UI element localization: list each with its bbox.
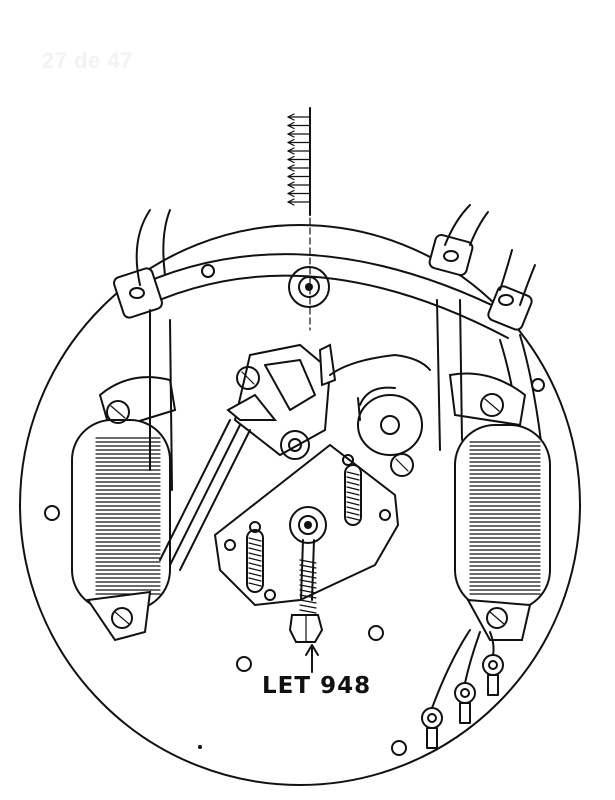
bolt-thread-line: [299, 574, 317, 579]
bolt-thread-line: [299, 559, 317, 564]
scale-tick-arrow: [287, 184, 295, 189]
scale-tick-arrow: [287, 141, 295, 147]
bolt-thread-line: [299, 584, 317, 589]
scale-tick-arrow: [287, 158, 295, 164]
base-plate: [19, 224, 581, 786]
adjusting-bolt: [288, 539, 324, 643]
spring-coil: [248, 542, 262, 547]
spring-coil: [248, 572, 262, 577]
spring-coil: [346, 506, 360, 511]
bolt-thread-line: [299, 609, 317, 614]
scale-tick-arrow: [287, 130, 295, 135]
spring-coil: [248, 577, 262, 582]
spring-coil: [248, 567, 262, 572]
ignition-coil-icon-right: [436, 299, 551, 641]
figure-label: LET 948: [262, 673, 372, 699]
mounting-holes: [44, 264, 545, 756]
spring-coil: [248, 552, 262, 557]
scale-tick-arrow: [287, 172, 295, 178]
spring-coil: [346, 471, 360, 476]
scale-tick-arrow: [287, 175, 295, 181]
scale-tick-arrow: [287, 116, 295, 121]
spring-coil: [248, 557, 262, 562]
scale-tick-arrow: [287, 121, 295, 127]
bolt-thread-line: [299, 569, 317, 574]
arrow-up-icon: [305, 644, 319, 673]
scale-tick-arrow: [287, 124, 295, 130]
scale-tick-arrow: [287, 167, 295, 172]
bolt-thread-line: [299, 564, 317, 569]
spring-coil: [346, 481, 360, 486]
bolt-thread-line: [299, 604, 317, 609]
bolt-thread-line: [299, 579, 317, 584]
scale-tick-arrow: [287, 150, 295, 155]
spring-coil: [346, 491, 360, 496]
scale-tick-arrow: [287, 192, 295, 198]
scale-tick-arrow: [287, 138, 295, 144]
terminal-post-icon: [421, 629, 504, 749]
pivot-boss: [288, 266, 330, 308]
scale-tick-arrow: [287, 164, 295, 169]
spring-coil: [346, 511, 360, 516]
spring-coil: [248, 547, 262, 552]
spring-coil: [346, 496, 360, 501]
scale-tick-arrow: [287, 133, 295, 138]
page-counter: 27 de 47: [42, 48, 133, 73]
spring-coil: [248, 562, 262, 567]
scale-tick-arrow: [287, 113, 295, 118]
bolt-thread-line: [299, 589, 317, 594]
contact-breaker-assembly: [159, 343, 431, 571]
scale-tick-arrow: [287, 189, 295, 195]
bolt-thread-line: [299, 594, 317, 599]
capacitor-icon: [357, 386, 423, 477]
scale-tick-arrow: [287, 198, 295, 203]
spring-coil: [346, 486, 360, 491]
bolt-thread-line: [299, 599, 317, 604]
spring-coil: [248, 537, 262, 542]
scale-tick-arrow: [287, 201, 295, 206]
tension-spring-right: [342, 454, 391, 526]
spring-coil: [346, 516, 360, 521]
alignment-scale: [287, 107, 311, 331]
spring-coil: [346, 501, 360, 506]
spring-coil: [346, 476, 360, 481]
tension-spring-left: [246, 521, 276, 601]
scale-tick-arrow: [287, 147, 295, 152]
spring-coil: [248, 582, 262, 587]
coil-strap: [113, 234, 533, 339]
cam-plate: [213, 443, 400, 607]
ignition-coil-icon: [71, 309, 177, 642]
scale-tick-arrow: [287, 155, 295, 161]
scale-tick-arrow: [287, 181, 295, 186]
